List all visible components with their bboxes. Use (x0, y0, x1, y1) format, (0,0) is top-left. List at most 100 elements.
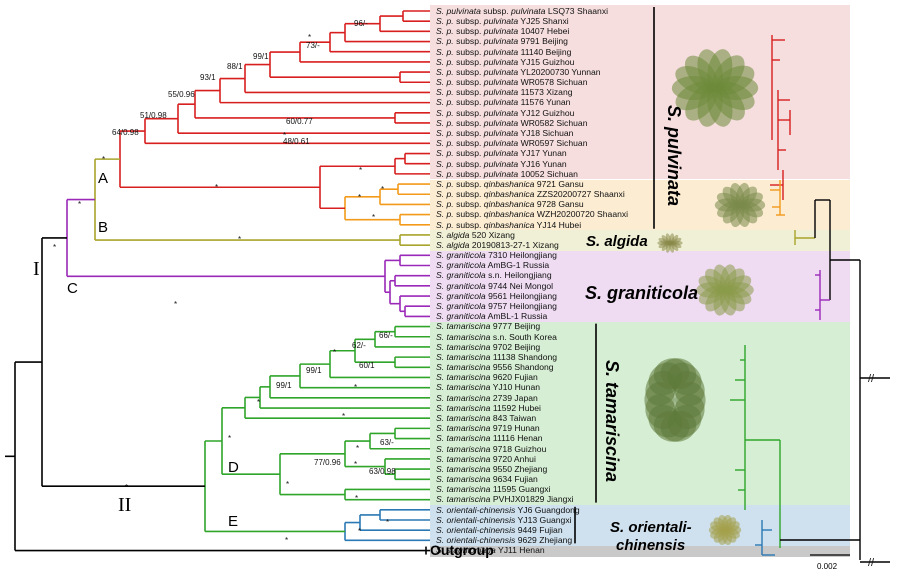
tip-label: S. stauntoniana YJ11 Henan (436, 545, 545, 556)
tip-label: S. p. subsp. qinbashanica ZZS20200727 Sh… (436, 189, 625, 200)
tip-label: S. pulvinata subsp. pulvinata LSQ73 Shaa… (436, 5, 609, 16)
support-star: * (285, 536, 289, 545)
tip-label: S. p. subsp. pulvinata 10407 Hebei (436, 26, 570, 37)
tip-label: S. tamariscina s.n. South Korea (436, 331, 557, 342)
support-value: 73/- (306, 41, 320, 50)
outgroup-label: Outgroup (430, 541, 494, 558)
support-star: * (102, 155, 106, 164)
support-value: 66/- (379, 331, 393, 340)
break-mark: // (868, 373, 875, 385)
tip-label: S. orientali-chinensis 9629 Zhejiang (436, 535, 573, 546)
tip-label: S. tamariscina 11138 Shandong (436, 351, 558, 362)
tip-label: S. graniticola AmBG-1 Russia (436, 260, 550, 271)
clade-label-pulvinata: S. pulvinata (664, 105, 684, 207)
support-star: * (358, 527, 362, 536)
tip-label: S. p. subsp. pulvinata WR0597 Sichuan (436, 138, 588, 149)
graniticola-plant-image (696, 264, 754, 316)
support-star: * (308, 33, 312, 42)
tip-label: S. p. subsp. pulvinata YJ18 Sichuan (436, 127, 574, 138)
tip-label: S. tamariscina 9550 Zhejiang (436, 463, 548, 474)
tip-label: S. tamariscina PVHJX01829 Jiangxi (436, 494, 574, 505)
tip-label: S. p. subsp. pulvinata WR0578 Sichuan (436, 77, 588, 88)
support-star: * (283, 131, 287, 140)
support-value: 99/1 (306, 366, 322, 375)
support-star: * (354, 383, 358, 392)
clade-label-orientali_2: chinensis (616, 537, 686, 554)
support-value: 63/- (380, 438, 394, 447)
tip-label: S. tamariscina 9556 Shandong (436, 362, 554, 373)
support-star: * (286, 480, 290, 489)
tip-label: S. graniticola 9757 Heilongjiang (436, 301, 557, 312)
tip-label: S. orientali-chinensis YJ6 Guangdong (436, 504, 580, 515)
algida-plant-image (657, 233, 683, 253)
tip-label: S. p. subsp. qinbashanica 9728 Gansu (436, 199, 584, 210)
tip-label: S. p. subsp. pulvinata YL20200730 Yunnan (436, 66, 601, 77)
node-label-I: I (33, 258, 40, 280)
support-star: * (358, 193, 362, 202)
tip-label: S. tamariscina 11595 Guangxi (436, 484, 551, 495)
tip-label: S. orientali-chinensis YJ13 Guangxi (436, 514, 572, 525)
pulvinata-plant-image (671, 49, 759, 127)
tip-label: S. p. subsp. qinbashanica YJ14 Hubei (436, 219, 582, 230)
tip-label: S. graniticola 9561 Heilongjiang (436, 290, 557, 301)
tip-label: S. tamariscina 9719 Hunan (436, 423, 540, 434)
tip-label: S. p. subsp. pulvinata YJ16 Yunan (436, 158, 567, 169)
support-value: 99/1 (253, 52, 269, 61)
tip-label: S. tamariscina 9634 Fujian (436, 474, 538, 485)
support-star: * (174, 300, 178, 309)
tip-label: S. tamariscina 9620 Fujian (436, 372, 538, 383)
tip-label: S. p. subsp. pulvinata YJ25 Shanxi (436, 15, 569, 26)
support-star: * (53, 243, 57, 252)
support-star: * (342, 412, 346, 421)
tip-label: S. algida 520 Xizang (436, 229, 515, 240)
node-label-E: E (228, 513, 239, 530)
tip-label: S. algida 20190813-27-1 Xizang (436, 239, 559, 250)
support-star: * (355, 494, 359, 503)
clade-label-tamariscina: S. tamariscina (602, 360, 622, 483)
orientali-plant-image (708, 514, 742, 545)
support-value: 93/1 (200, 73, 216, 82)
tip-label: S. orientali-chinensis 9449 Fujian (436, 524, 563, 535)
support-star: * (238, 235, 242, 244)
support-star: * (356, 444, 360, 453)
tip-label: S. tamariscina 11592 Hubei (436, 402, 541, 413)
support-star: * (333, 348, 337, 357)
clade-label-algida: S. algida (586, 233, 648, 250)
support-value: 96/- (354, 19, 368, 28)
tip-label: S. graniticola AmBL-1 Russia (436, 311, 548, 322)
tip-label: S. tamariscina 843 Taiwan (436, 413, 537, 423)
tip-label: S. tamariscina 2739 Japan (436, 392, 538, 403)
support-star: * (215, 183, 219, 192)
support-value: 88/1 (227, 62, 243, 71)
tip-label: S. p. subsp. pulvinata WR0582 Sichuan (436, 117, 588, 128)
support-value: 48/0.61 (283, 137, 310, 146)
tip-label: S. tamariscina 9720 Anhui (436, 453, 536, 464)
support-star: * (381, 185, 385, 194)
tip-label: S. tamariscina YJ10 Hunan (436, 382, 541, 393)
support-star: * (228, 434, 232, 443)
scale-label: 0.002 (817, 562, 838, 571)
support-star: * (386, 518, 390, 527)
support-star: * (125, 483, 129, 492)
band-outgroup (430, 545, 850, 557)
support-value: 99/1 (276, 381, 292, 390)
support-star: * (372, 213, 376, 222)
support-value: 55/0.96 (168, 90, 195, 99)
tip-label: S. graniticola 7310 Heilongjiang (436, 250, 557, 261)
tip-label: S. p. subsp. pulvinata 9791 Beijing (436, 36, 568, 47)
tip-label: S. tamariscina 9718 Guizhou (436, 443, 547, 454)
qinbashanica-plant-image (714, 182, 766, 228)
tip-label: S. p. subsp. pulvinata YJ12 Guizhou (436, 107, 575, 118)
clade-label-graniticola: S. graniticola (585, 283, 699, 303)
support-star: * (257, 398, 261, 407)
clade-label-orientali_1: S. orientali- (610, 519, 692, 536)
tip-label: S. p. subsp. pulvinata 11140 Beijing (436, 46, 572, 57)
node-label-B: B (98, 219, 109, 236)
tamariscina-plant-image (644, 358, 706, 442)
support-value: 62/- (352, 341, 366, 350)
tip-label: S. p. subsp. pulvinata 11576 Yunan (436, 97, 571, 108)
tip-label: S. p. subsp. qinbashanica WZH20200720 Sh… (436, 209, 629, 220)
tip-label: S. graniticola s.n. Heilongjiang (436, 270, 552, 281)
